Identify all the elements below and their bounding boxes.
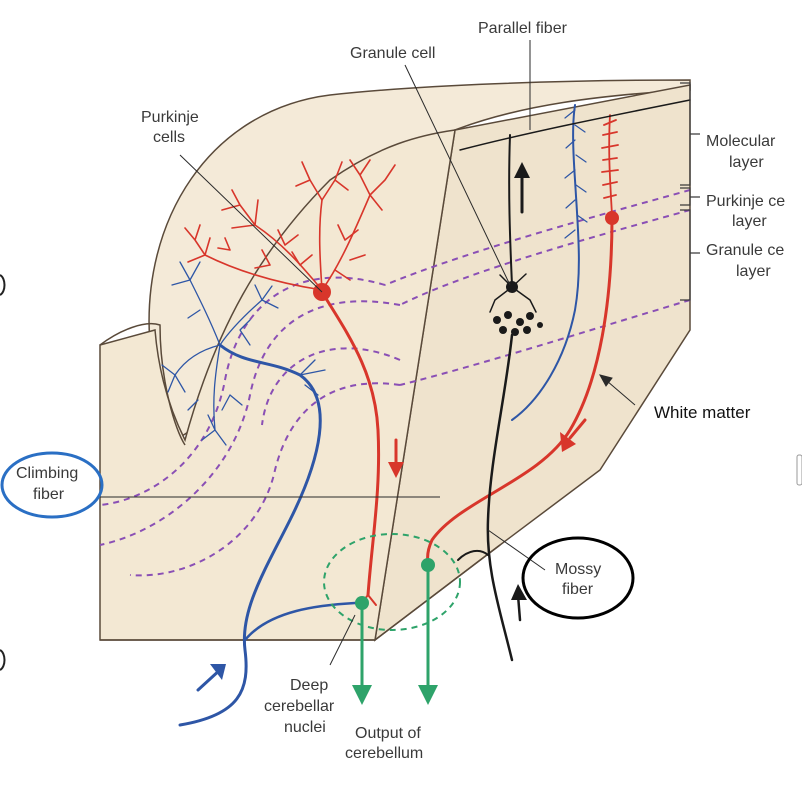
deep-nuclei-output	[323, 533, 461, 705]
mossy-fiber-axon	[486, 333, 514, 662]
label-output-1: Output of	[355, 725, 421, 742]
layer-brackets	[680, 82, 700, 301]
granule-cell-dendrites	[489, 273, 537, 313]
label-molecular-layer-1: Molecular	[706, 133, 776, 150]
climbing-fiber-branch	[243, 601, 357, 642]
label-purkinje-cells-2: cells	[153, 129, 185, 146]
parallel-fiber-surface	[459, 99, 691, 151]
bracket-granule	[680, 209, 700, 301]
label-parallel-fiber: Parallel fiber	[478, 20, 568, 37]
climbing-fiber-path	[161, 104, 588, 727]
boundary-left-1	[99, 276, 386, 506]
deep-nuclei-boundary	[323, 533, 461, 631]
boundary-molecular-purkinje	[384, 189, 691, 286]
tissue-bottom-edge	[100, 544, 501, 641]
leader-lines	[100, 40, 636, 666]
label-deep-nuclei-3: nuclei	[284, 719, 326, 736]
purkinje-axon	[320, 290, 381, 597]
label-purkinje-layer-2: layer	[732, 213, 767, 230]
label-white-matter: White matter	[654, 403, 751, 422]
label-granule-layer-2: layer	[736, 263, 771, 280]
boundary-purkinje-granule	[399, 209, 691, 306]
left-edge-fragment-bottom	[0, 649, 6, 671]
layer-boundaries	[99, 189, 691, 577]
left-edge-fragment-top	[0, 274, 6, 296]
climbing-fiber-arbor	[161, 261, 326, 446]
purkinje-cells	[184, 114, 619, 606]
leader-mossy-fiber	[487, 529, 546, 571]
climbing-fiber-axon	[178, 343, 322, 727]
granule-and-mossy	[457, 99, 691, 662]
boundary-granule-white	[399, 299, 691, 386]
purkinje-dendritic-tree	[184, 159, 396, 291]
purkinje-right-dendrite	[601, 114, 619, 216]
labels: Parallel fiber Granule cell Purkinje cel…	[16, 20, 785, 762]
tissue-fold	[99, 323, 186, 446]
mossy-fiber-highlight-circle	[521, 536, 635, 620]
label-mossy-fiber-2: fiber	[562, 581, 594, 598]
boundary-left-4	[261, 347, 401, 426]
climbing-fiber-highlight-circle	[0, 451, 104, 519]
blue-fiber-right	[511, 104, 580, 421]
right-edge-scroll-fragment	[796, 454, 802, 486]
purkinje-arrow-right	[568, 418, 587, 440]
bracket-purkinje	[680, 187, 700, 206]
label-purkinje-layer-1: Purkinje ce	[706, 193, 785, 210]
boundary-left-3	[129, 382, 401, 577]
parallel-fiber-vertical	[508, 134, 513, 286]
label-molecular-layer-2: layer	[729, 154, 764, 171]
label-mossy-fiber-1: Mossy	[555, 561, 601, 578]
label-deep-nuclei-1: Deep	[290, 677, 328, 694]
label-granule-layer-1: Granule ce	[706, 242, 784, 259]
label-climbing-fiber-1: Climbing	[16, 465, 78, 482]
mossy-fiber-collateral	[457, 549, 489, 561]
label-climbing-fiber-2: fiber	[33, 486, 65, 503]
bracket-molecular	[680, 82, 700, 186]
leader-deep-nuclei	[329, 614, 356, 666]
label-granule-cell: Granule cell	[350, 45, 435, 62]
granule-cluster	[493, 311, 543, 336]
blue-fiber-right-arbor	[564, 109, 588, 239]
leader-granule-cell	[404, 64, 511, 286]
label-deep-nuclei-2: cerebellar	[264, 698, 335, 715]
purkinje-right-axon	[426, 216, 614, 570]
label-purkinje-cells-1: Purkinje	[141, 109, 199, 126]
label-output-2: cerebellum	[345, 745, 423, 762]
leader-purkinje-cells	[179, 154, 323, 293]
